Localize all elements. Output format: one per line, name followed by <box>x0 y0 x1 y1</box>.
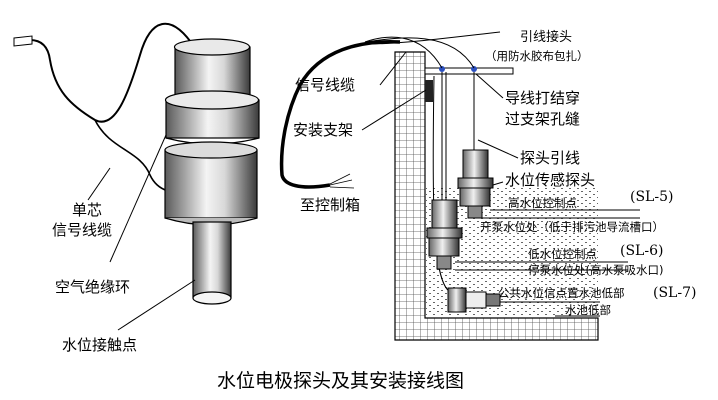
contact-rod <box>192 221 232 299</box>
probe-lead-label: 探头引线 <box>520 149 580 167</box>
level-high-label: 高水位控制点 <box>508 196 577 210</box>
lead-joint-label: 引线接头 <box>520 29 572 45</box>
probe-illustration <box>13 22 260 305</box>
probe-labels: 单芯 信号线缆 空气绝缘环 水位接触点 <box>52 134 196 354</box>
signal-cable <box>279 40 401 189</box>
lead-joint-note: （用防水胶布包扎） <box>485 49 589 63</box>
signal-cable-label: 信号线缆 <box>295 76 355 94</box>
level-common-label: 公共水位信点置水池低部 <box>498 286 625 300</box>
ring-label: 空气绝缘环 <box>55 278 130 296</box>
sensor-probe-label: 水位传感探头 <box>505 171 595 189</box>
contact-label: 水位接触点 <box>62 336 137 354</box>
common-probe <box>447 287 501 313</box>
level-common-code: (SL-7) <box>653 285 696 301</box>
cable-label-line2: 信号线缆 <box>52 221 112 239</box>
contact-tip <box>192 291 232 305</box>
probe-cable <box>29 22 196 123</box>
level-pump-off-label: 停泵水位处(高水泵吸水口) <box>528 263 663 277</box>
knot-label-line1: 导线打结穿 <box>505 89 580 107</box>
knot-label-line2: 过支架孔缝 <box>505 110 580 128</box>
bracket-label: 安装支架 <box>293 121 353 139</box>
mount-bracket <box>424 67 514 75</box>
cable-label-line1: 单芯 <box>72 201 102 219</box>
controller-label: 至控制箱 <box>300 196 360 214</box>
level-high-code: (SL-5) <box>630 189 673 205</box>
level-low-code: (SL-6) <box>620 243 663 259</box>
lower-sensor-probe <box>426 199 463 270</box>
level-low-label: 低水位控制点 <box>528 247 597 261</box>
level-bottom-label: 水池低部 <box>565 303 611 317</box>
installation-diagram <box>279 31 640 341</box>
level-lines <box>455 209 640 317</box>
pool-wall <box>394 51 599 341</box>
level-pump-on-label: 开泵水位处（低于排污池导流槽口） <box>480 220 664 234</box>
figure-caption: 水位电极探头及其安装接线图 <box>217 370 464 392</box>
probe-lower-body <box>164 149 258 219</box>
upper-sensor-probe <box>457 149 494 219</box>
installation-labels: 引线接头 （用防水胶布包扎） 信号线缆 安装支架 导线打结穿 过支架孔缝 探头引… <box>293 29 696 317</box>
